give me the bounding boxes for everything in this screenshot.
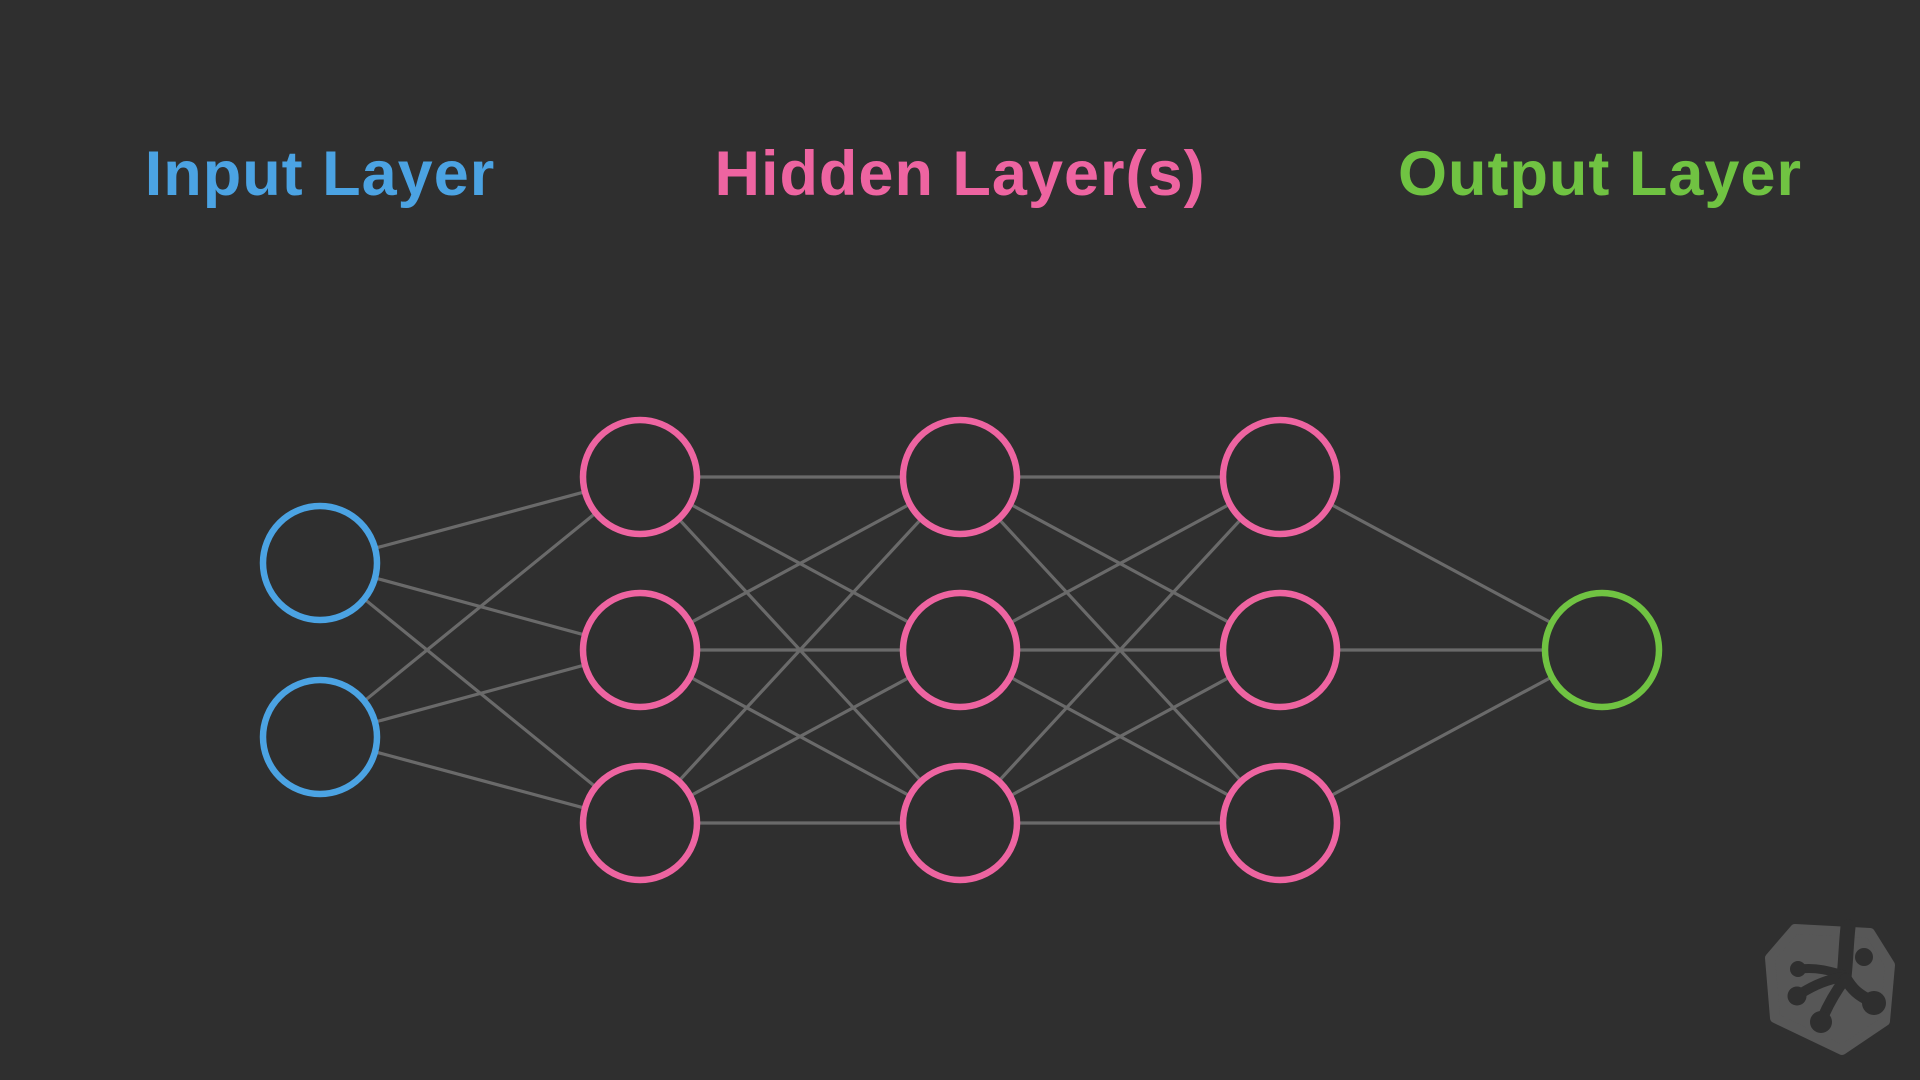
edge-hidden-layer-2-3-to-hidden-layer-3-1 — [958, 475, 1282, 825]
hidden-layer-3-node-3 — [1219, 762, 1341, 884]
input-layer-node-1 — [259, 502, 381, 624]
neuron-nodes — [259, 416, 1663, 884]
input-layer-label: Input Layer — [144, 139, 496, 209]
output-layer-label: Output Layer — [1397, 139, 1803, 209]
edge-hidden-layer-1-2-to-hidden-layer-2-1 — [639, 475, 961, 652]
hidden-layer-1-node-3 — [579, 762, 701, 884]
hidden-layer-label: Hidden Layer(s) — [714, 139, 1206, 209]
hidden-layer-2-node-3 — [899, 762, 1021, 884]
edge-hidden-layer-3-1-to-output-layer-1 — [1279, 475, 1603, 652]
output-layer-node-1 — [1541, 589, 1663, 711]
hexagon-frog-foot-logo — [1765, 919, 1895, 1055]
logo-frog-foot-cutout — [1787, 919, 1886, 1033]
hidden-layer-2-node-1 — [899, 416, 1021, 538]
edge-hidden-layer-1-3-to-hidden-layer-2-2 — [639, 648, 961, 825]
edge-hidden-layer-2-2-to-hidden-layer-3-1 — [959, 475, 1281, 652]
hidden-layer-1-node-1 — [579, 416, 701, 538]
edge-input-layer-2-to-hidden-layer-1-1 — [318, 475, 642, 739]
logo-hexagon-badge — [1765, 924, 1895, 1055]
edge-hidden-layer-2-3-to-hidden-layer-3-2 — [959, 648, 1281, 825]
hidden-layer-3-node-2 — [1219, 589, 1341, 711]
input-layer-node-2 — [259, 676, 381, 798]
hidden-layer-2-node-2 — [899, 589, 1021, 711]
hidden-layer-3-node-1 — [1219, 416, 1341, 538]
edge-hidden-layer-1-3-to-hidden-layer-2-1 — [638, 475, 962, 825]
edge-hidden-layer-3-3-to-output-layer-1 — [1279, 648, 1603, 825]
hidden-layer-1-node-2 — [579, 589, 701, 711]
